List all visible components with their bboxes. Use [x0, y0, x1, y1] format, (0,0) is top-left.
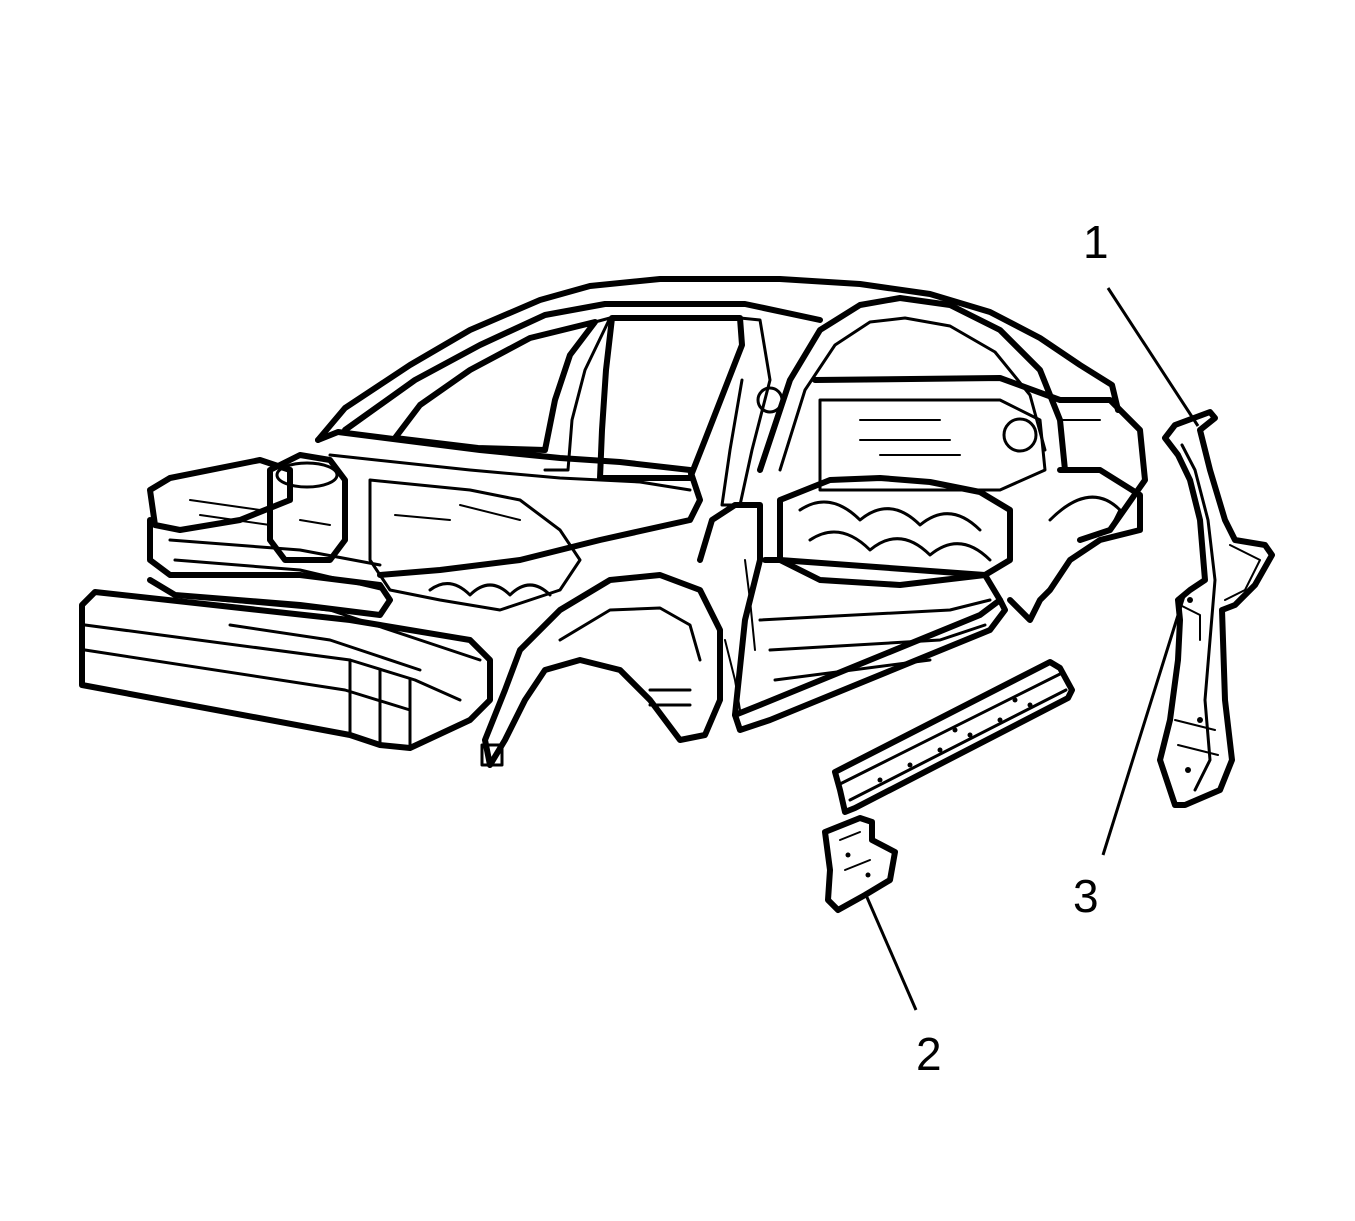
callout-3-label: 3 [1073, 870, 1099, 922]
c-pillar-hole [756, 386, 784, 414]
callout-2-label: 2 [916, 1028, 942, 1080]
pillar-reinforcement-inner [1180, 443, 1217, 792]
front-floor [758, 598, 992, 682]
callout-3-leader [1101, 595, 1186, 856]
lower-crossmember [218, 598, 482, 672]
pillar-hole [1185, 767, 1191, 773]
gusset-part [822, 815, 898, 913]
rocker-panel [732, 597, 1008, 733]
dash-panel [368, 478, 582, 612]
rear-floor-ribs [798, 500, 992, 562]
pillar-reinforcement-outline [1157, 409, 1275, 808]
pillar-hole [1197, 717, 1203, 723]
a-pillar [543, 316, 612, 472]
b-pillar [720, 316, 772, 507]
roof-inner-edge [342, 301, 823, 433]
rear-bulkhead [818, 398, 1047, 492]
front-door-opening-lower [697, 502, 763, 718]
rear-bulkhead-hole [1002, 417, 1038, 453]
gusset-hole [845, 852, 851, 858]
rocker-reinforcement-outline [832, 659, 1075, 815]
front-mount-bracket [480, 743, 504, 767]
callout-1-leader [1106, 287, 1200, 427]
rear-door-opening [762, 557, 1003, 603]
cowl-panel [315, 429, 703, 578]
cowl-upper [328, 453, 692, 492]
callout-2-leader [864, 894, 918, 1011]
dash-ribs [428, 582, 552, 597]
windshield-opening [392, 319, 598, 453]
front-door-opening-upper [597, 315, 745, 481]
pillar-reinforcement-flange [1174, 544, 1261, 756]
rear-quarter [1007, 467, 1143, 623]
bumper-beam-face [83, 623, 462, 712]
gusset-hole [865, 872, 871, 878]
door-opening-details [724, 559, 756, 711]
front-wheelhouse [482, 572, 723, 768]
rear-wheelhouse [1048, 495, 1122, 532]
radiator-support [147, 457, 293, 533]
roof-outline [315, 276, 1121, 443]
front-rail-inner [168, 538, 387, 592]
wheelhouse-inner [558, 606, 702, 707]
rocker-reinforcement-holes [877, 697, 1033, 783]
gusset-detail [839, 831, 871, 871]
front-rail-left [147, 517, 393, 618]
rear-details [859, 419, 1101, 456]
bumper-crush-box [348, 658, 412, 750]
front-bumper-beam [79, 589, 493, 751]
pillar-reinforcement-part [1157, 409, 1275, 808]
strut-tower-top [275, 461, 339, 489]
callout-1-label: 1 [1083, 216, 1109, 268]
pillar-hole [1187, 597, 1193, 603]
vehicle-body-structure [79, 276, 1148, 768]
engine-bay-braces [189, 499, 521, 526]
c-pillar-inner [778, 316, 1047, 472]
rocker-reinforcement-flange [836, 672, 1068, 802]
gusset-outline [822, 815, 898, 913]
rear-floor-pan [777, 475, 1013, 588]
rocker-reinforcement-part [832, 659, 1075, 815]
